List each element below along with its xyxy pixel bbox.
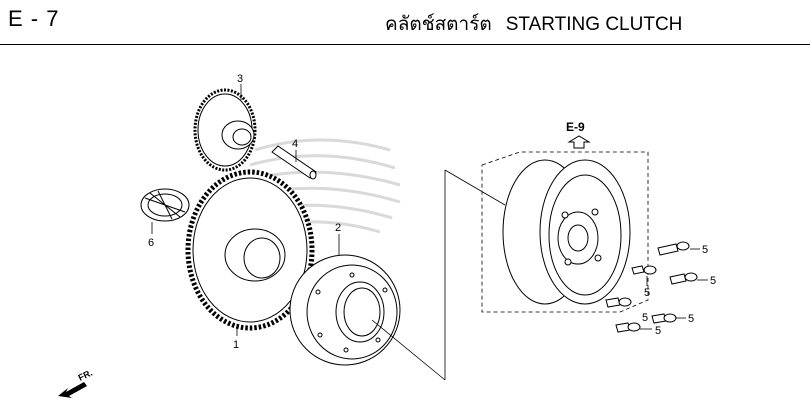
front-direction-label: FR. — [77, 368, 94, 383]
header-divider — [0, 44, 810, 45]
flywheel-group-box — [481, 151, 649, 313]
callout-part-6: 6 — [148, 237, 154, 249]
bolts-part-5[interactable] — [605, 241, 698, 333]
front-direction-arrow-icon — [58, 382, 87, 398]
callout-leaders — [151, 84, 708, 336]
page-title-english: STARTING CLUTCH — [505, 14, 683, 35]
callout-part-5: 5 — [655, 325, 661, 337]
callout-part-4: 4 — [292, 138, 298, 150]
leader-lines — [371, 169, 506, 381]
page-title: คลัตช์สตาร์ต STARTING CLUTCH — [385, 9, 696, 39]
callout-part-5: 5 — [702, 244, 708, 256]
driven-gear-part-1[interactable] — [185, 169, 315, 331]
callout-part-5: 5 — [642, 312, 648, 324]
callout-part-2: 2 — [335, 222, 341, 234]
up-arrow-icon — [567, 135, 591, 149]
bearing-part-6[interactable] — [140, 188, 190, 222]
flywheel[interactable] — [502, 159, 631, 305]
callout-part-3: 3 — [237, 73, 243, 85]
callout-part-5: 5 — [644, 287, 650, 299]
section-code: E - 7 — [8, 6, 60, 31]
gear-part-3[interactable] — [193, 88, 257, 172]
one-way-clutch-part-2[interactable] — [289, 254, 401, 366]
page-title-thai: คลัตช์สตาร์ต — [385, 14, 492, 35]
reference-label[interactable]: E-9 — [566, 120, 585, 134]
callout-part-5: 5 — [710, 275, 716, 287]
callout-part-5: 5 — [688, 313, 694, 325]
callout-part-1: 1 — [233, 339, 239, 351]
shaft-part-4[interactable] — [271, 145, 317, 180]
